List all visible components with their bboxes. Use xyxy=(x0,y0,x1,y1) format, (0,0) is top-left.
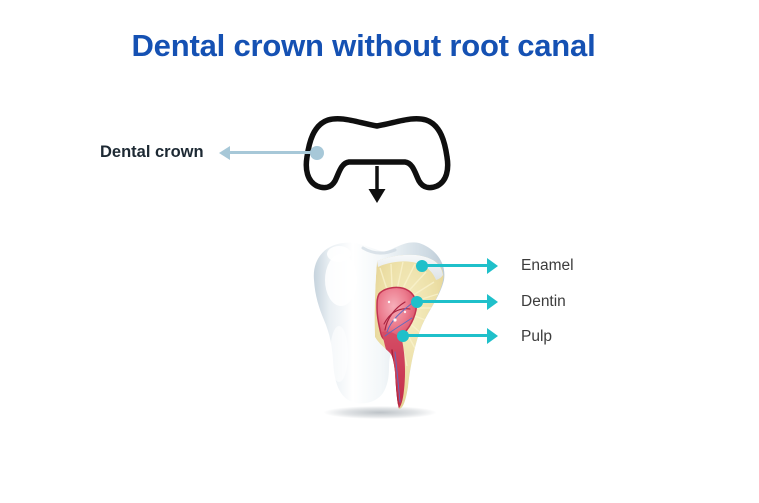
crown-pointer-arrowhead-icon xyxy=(219,146,230,160)
page-title: Dental crown without root canal xyxy=(131,28,596,63)
crown-pointer-line xyxy=(229,151,317,154)
down-arrow-icon xyxy=(368,166,386,203)
enamel-callout-line xyxy=(424,264,488,267)
crown-label: Dental crown xyxy=(100,143,204,161)
crown-pointer-dot xyxy=(310,146,324,160)
pulp-callout-dot xyxy=(397,330,409,342)
dental-crown-illustration xyxy=(303,115,451,191)
pulp-label: Pulp xyxy=(521,328,553,345)
crown-outline xyxy=(303,115,451,191)
dentin-callout-dot xyxy=(411,296,423,308)
pulp-callout-arrowhead-icon xyxy=(487,328,498,344)
pulp-sparkle xyxy=(403,310,407,314)
root-highlight xyxy=(330,326,348,382)
pulp-sparkle xyxy=(393,318,397,322)
dentin-callout-line xyxy=(419,300,488,303)
cusp-highlight xyxy=(327,246,351,262)
enamel-callout-dot xyxy=(416,260,428,272)
tooth-shadow xyxy=(324,406,436,419)
cusp-groove xyxy=(361,246,397,255)
enamel-callout-arrowhead-icon xyxy=(487,258,498,274)
cutaway-face xyxy=(374,254,444,409)
pulp-callout-line xyxy=(405,334,488,337)
enamel-gloss-highlight xyxy=(325,254,357,306)
enamel-label: Enamel xyxy=(521,257,574,274)
pulp-sparkle xyxy=(387,300,391,304)
dentin-callout-arrowhead-icon xyxy=(487,294,498,310)
dentin-label: Dentin xyxy=(521,293,566,310)
enamel-cut-band xyxy=(377,254,443,280)
tooth-cross-section-illustration xyxy=(313,242,445,409)
